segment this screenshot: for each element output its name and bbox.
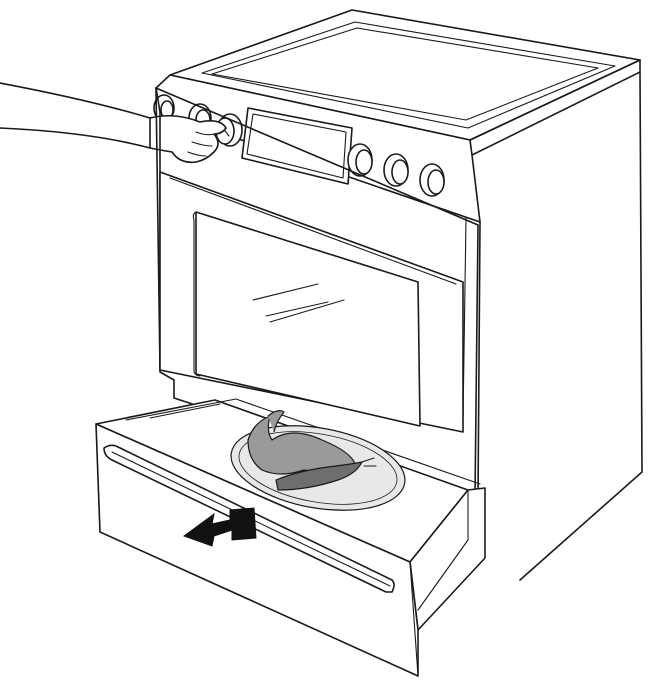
knob-icon xyxy=(420,164,444,196)
knob-icon xyxy=(384,154,408,186)
